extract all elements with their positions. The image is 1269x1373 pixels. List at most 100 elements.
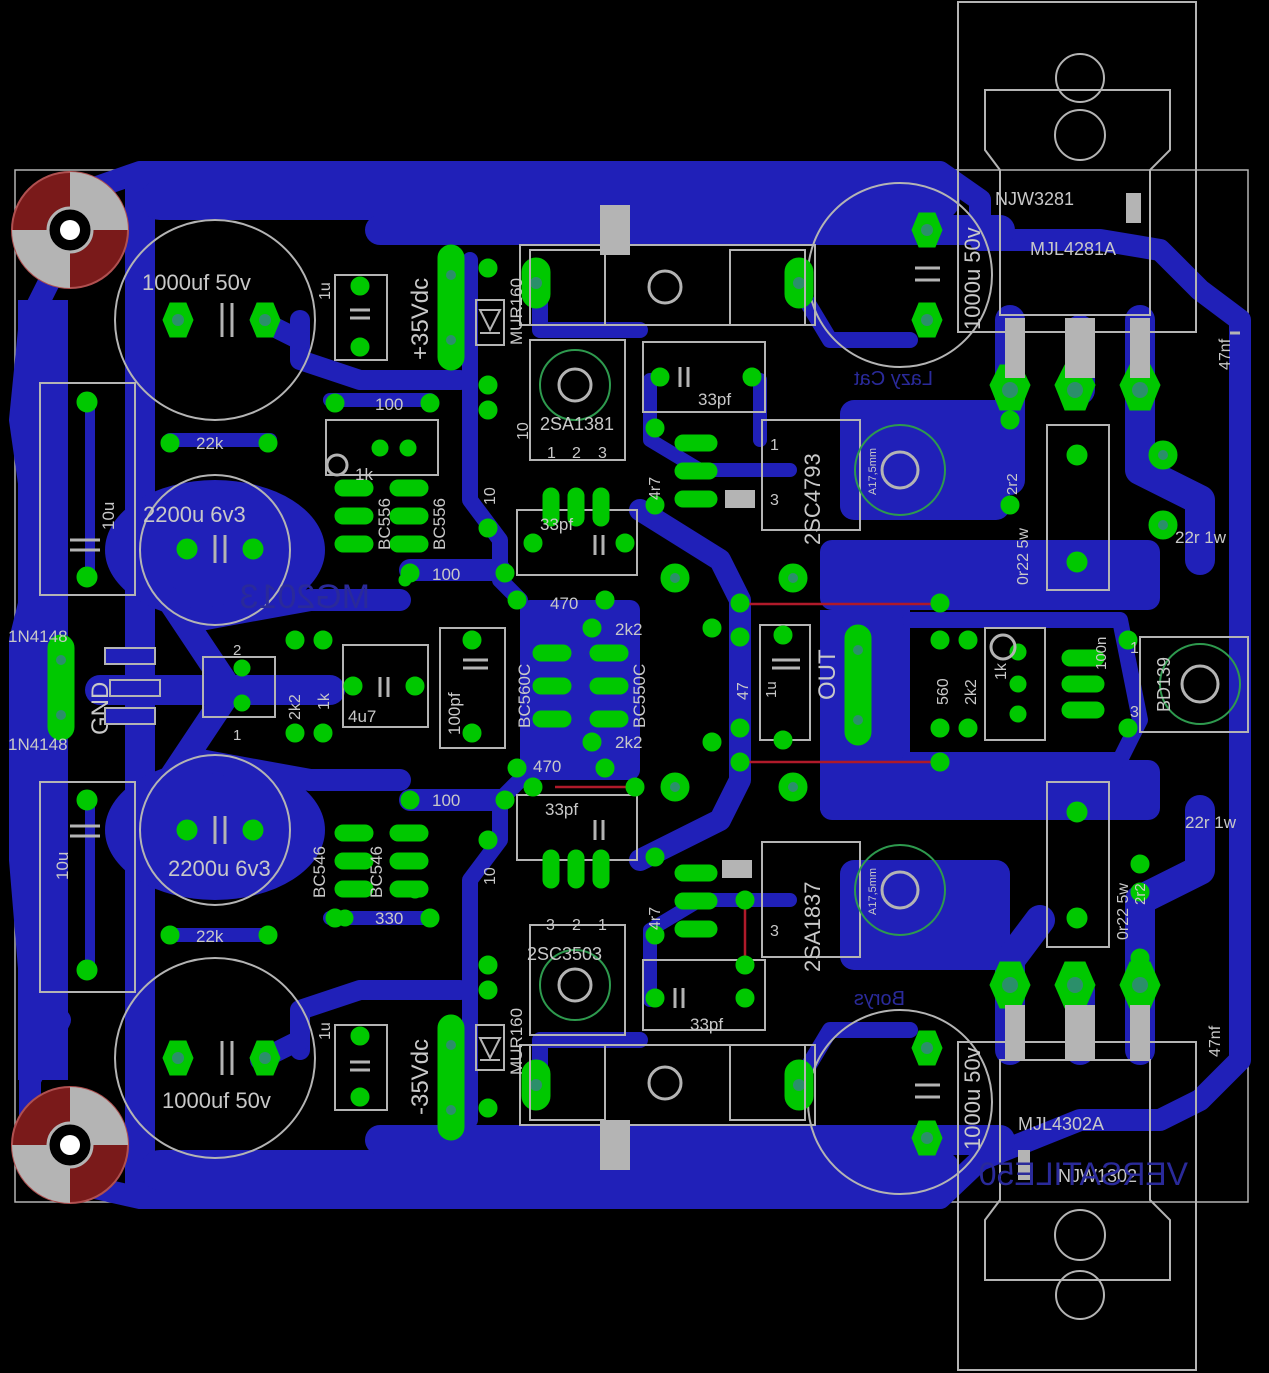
label-4r7-bottom: 4r7 (647, 907, 664, 930)
jumper-wires (555, 602, 940, 965)
label-r330: 330 (375, 909, 403, 928)
label-pin2-b: 2 (572, 917, 581, 934)
label-2sa1837: 2SA1837 (800, 881, 825, 972)
label-pin1-b: 1 (598, 917, 607, 934)
label-borys: Borys (854, 988, 905, 1010)
label-pin2-a: 2 (572, 445, 581, 462)
label-r22k-bottom: 22k (196, 927, 224, 946)
silk-labels: 1000uf 50v 1000uf 50v 2200u 6v3 2200u 6v… (8, 189, 1237, 1186)
label-mjl4281a: MJL4281A (1030, 239, 1116, 259)
label-1n4148-top: 1N4148 (8, 627, 68, 646)
label-1000u-right-bottom: 1000u 50v (960, 1047, 985, 1150)
label-pin1-f: 1 (233, 727, 241, 744)
label-33pf-2: 33pf (540, 515, 573, 534)
label-r1k-bias: 1k (993, 662, 1010, 680)
label-out: OUT (814, 649, 841, 700)
label-1u-bottom: 1u (317, 1022, 334, 1040)
label-0r22-top: 0r22 5w (1015, 528, 1032, 585)
label-2sc4793: 2SC4793 (800, 453, 825, 545)
label-pin3-a: 3 (598, 445, 607, 462)
pad-holes (56, 224, 1168, 1144)
label-r470-top: 470 (550, 594, 578, 613)
label-bd139: BD139 (1154, 657, 1174, 712)
label-mur160-bottom: MUR160 (507, 1008, 526, 1075)
label-pin1-a: 1 (547, 445, 556, 462)
label-plus35vdc: +35Vdc (407, 278, 434, 360)
mounting-hole-top (11, 171, 129, 289)
label-4r7-top: 4r7 (647, 477, 664, 500)
label-r22k-v: 2k2 (287, 694, 304, 720)
label-r100-top: 100 (375, 395, 403, 414)
pads (47, 212, 1178, 1156)
label-0r22-bottom: 0r22 5w (1115, 883, 1132, 940)
label-bc550c: BC550C (630, 664, 649, 728)
label-mur160-top: MUR160 (507, 278, 526, 345)
label-2sa1381: 2SA1381 (540, 414, 614, 434)
label-r47: 47 (735, 682, 752, 700)
label-r10-a: 10 (515, 422, 532, 440)
label-versatile50: VERSATILE50 (979, 1156, 1188, 1192)
trim-pots (325, 269, 1220, 1101)
label-33pf-1: 33pf (698, 390, 731, 409)
label-r2k2-bias: 2k2 (963, 679, 980, 705)
silkscreen (39, 1, 1249, 1371)
label-100pf: 100pf (445, 692, 464, 735)
mirrored-text: MG2013 Lazy Cat Borys VERSATILE50 (240, 368, 1188, 1192)
label-pin1-e: 1 (1130, 640, 1139, 657)
label-r470-bottom: 470 (533, 757, 561, 776)
label-pin2-f: 2 (233, 642, 241, 659)
label-minus35vdc: -35Vdc (407, 1039, 434, 1115)
label-1n4148-bottom: 1N4148 (8, 735, 68, 754)
label-pin3-b: 3 (546, 917, 555, 934)
label-2r2-top: 2r2 (1004, 473, 1021, 495)
label-r1k-v: 1k (316, 692, 333, 710)
cap-label-1000uf-top: 1000uf 50v (142, 270, 251, 295)
label-bc556-b: BC556 (430, 498, 449, 550)
label-a175-top: A17,5mm (867, 448, 879, 495)
component-bodies (529, 193, 1150, 1180)
label-22r-1w-bottom: 22r 1w (1185, 813, 1237, 832)
label-22r-1w-top: 22r 1w (1175, 528, 1227, 547)
copper-layer (9, 161, 1251, 1209)
label-bc560c: BC560C (515, 664, 534, 728)
label-pin3-d: 3 (770, 923, 779, 940)
cap-symbols (70, 266, 1240, 1099)
label-njw1302: NJW1302 (1058, 1166, 1137, 1186)
label-bc546-a: BC546 (310, 846, 329, 898)
label-pin3-c: 3 (770, 492, 779, 509)
label-r100-bottom: 100 (432, 791, 460, 810)
label-47nf-bottom: 47nf (1207, 1025, 1224, 1057)
label-47nf-top: 47nf (1217, 338, 1234, 370)
label-r10-b: 10 (482, 487, 499, 505)
label-33pf-3: 33pf (545, 800, 578, 819)
label-2sc3503: 2SC3503 (527, 944, 602, 964)
label-4u7: 4u7 (348, 707, 376, 726)
label-100n: 100n (1093, 637, 1110, 670)
silk-labels-rotated: +35Vdc -35Vdc MUR160 MUR160 1u 1u 10u 10… (53, 227, 1234, 1150)
label-1u-mid: 1u (763, 681, 780, 698)
label-pin3-e: 3 (1130, 704, 1139, 721)
label-1000u-right-top: 1000u 50v (960, 227, 985, 330)
label-r22k-top: 22k (196, 434, 224, 453)
label-r560: 560 (935, 678, 952, 705)
label-33pf-4: 33pf (690, 1015, 723, 1034)
cap-label-1000uf-bottom: 1000uf 50v (162, 1088, 271, 1113)
label-10u-bottom: 10u (53, 852, 72, 880)
label-2r2-bottom: 2r2 (1132, 883, 1149, 905)
label-r1k-trim: 1k (355, 465, 373, 484)
mounting-hole-bottom (11, 1086, 129, 1204)
cap-label-2200u-1: 2200u 6v3 (143, 502, 246, 527)
label-mg2013: MG2013 (240, 578, 370, 616)
label-r2k2-top: 2k2 (615, 620, 642, 639)
diode-marks (104, 299, 505, 1071)
label-1u-top: 1u (317, 282, 334, 300)
label-mjl4302a: MJL4302A (1018, 1114, 1104, 1134)
label-r100-mid: 100 (432, 565, 460, 584)
label-lazy-cat: Lazy Cat (854, 368, 933, 390)
label-r2k2-bottom: 2k2 (615, 733, 642, 752)
cap-label-2200u-2: 2200u 6v3 (168, 856, 271, 881)
label-njw3281: NJW3281 (995, 189, 1074, 209)
label-10u-top: 10u (99, 502, 118, 530)
label-r10-c: 10 (482, 867, 499, 885)
